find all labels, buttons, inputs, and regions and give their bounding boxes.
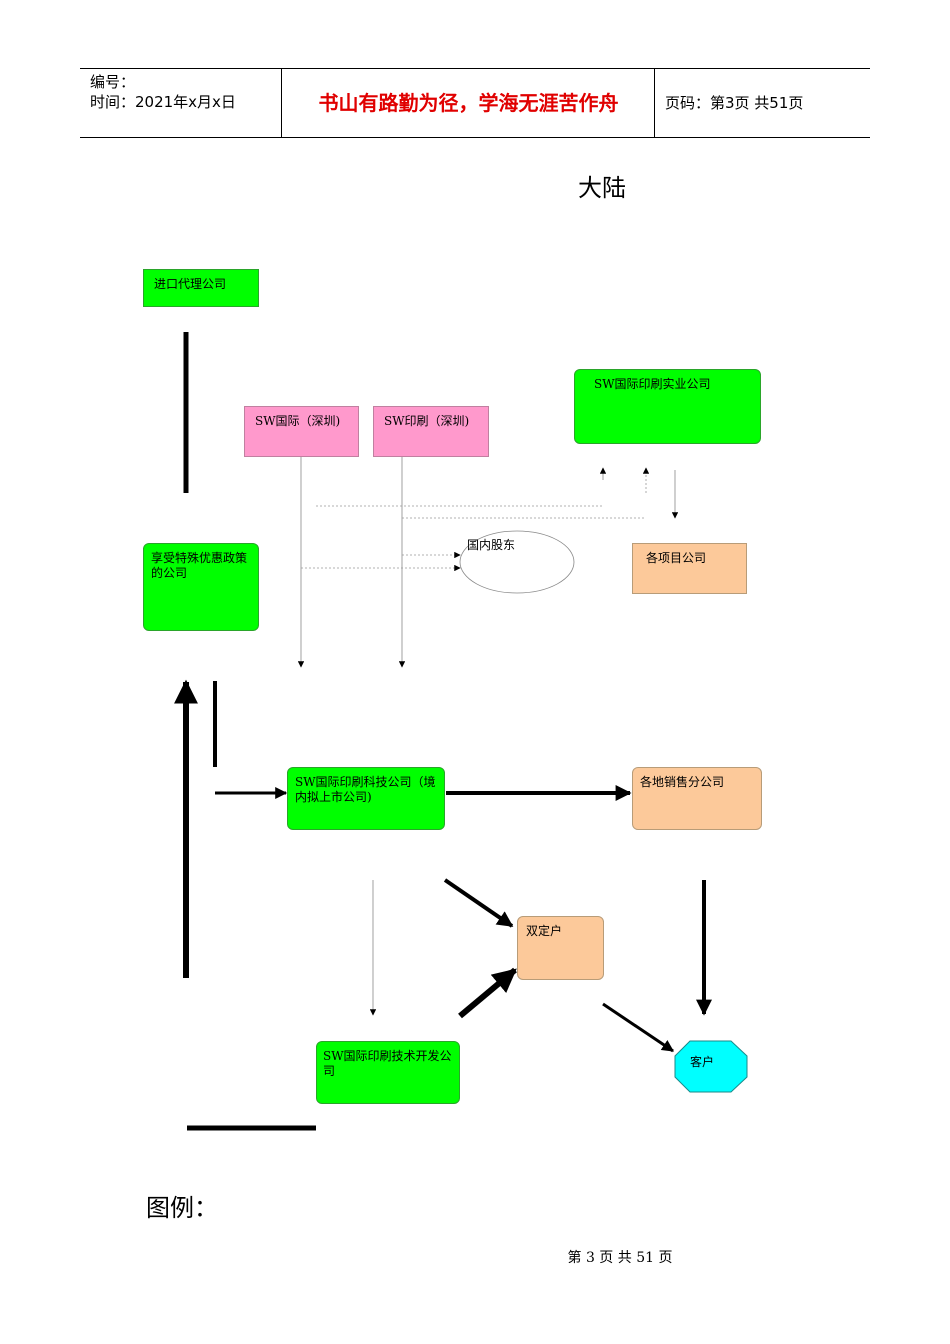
node-import-agent: 进口代理公司 xyxy=(143,269,259,307)
node-sw-industrial: SW国际印刷实业公司 xyxy=(574,369,761,444)
node-sw-dev: SW国际印刷技术开发公司 xyxy=(316,1041,460,1104)
arrow-dev-to-dual xyxy=(458,967,517,1019)
header-divider xyxy=(654,69,655,137)
node-dual-account: 双定户 xyxy=(517,916,604,980)
page-header: 编号： 时间：2021年x月x日 书山有路勤为径，学海无涯苦作舟 页码：第3页 … xyxy=(80,68,870,138)
header-divider xyxy=(281,69,282,137)
shareholders-ellipse xyxy=(459,530,575,594)
header-page-info: 页码：第3页 共51页 xyxy=(665,94,804,112)
node-project-companies: 各项目公司 xyxy=(632,543,747,594)
arrow-to-dual-account xyxy=(443,878,514,928)
node-sw-shenzhen: SW国际（深圳) xyxy=(244,406,359,457)
number-label: 编号： xyxy=(90,73,136,91)
node-preferential: 享受特殊优惠政策的公司 xyxy=(143,543,259,631)
node-sales-branches: 各地销售分公司 xyxy=(632,767,762,830)
page-footer: 第 3 页 共 51 页 xyxy=(567,1250,673,1266)
header-left: 编号： 时间：2021年x月x日 xyxy=(90,72,236,112)
legend-label: 图例： xyxy=(146,1194,218,1222)
node-customer: 客户 xyxy=(690,1055,715,1069)
node-domestic-shareholders: 国内股东 xyxy=(467,538,516,552)
arrow-dual-to-customer xyxy=(602,1002,674,1053)
time-label: 时间：2021年x月x日 xyxy=(90,93,236,111)
node-sw-print-shenzhen: SW印刷（深圳) xyxy=(373,406,489,457)
node-sw-tech: SW国际印刷科技公司（境内拟上市公司) xyxy=(287,767,445,830)
header-motto: 书山有路勤为径，学海无涯苦作舟 xyxy=(318,91,619,115)
customer-octagon xyxy=(674,1040,748,1093)
diagram-title: 大陆 xyxy=(578,174,626,202)
